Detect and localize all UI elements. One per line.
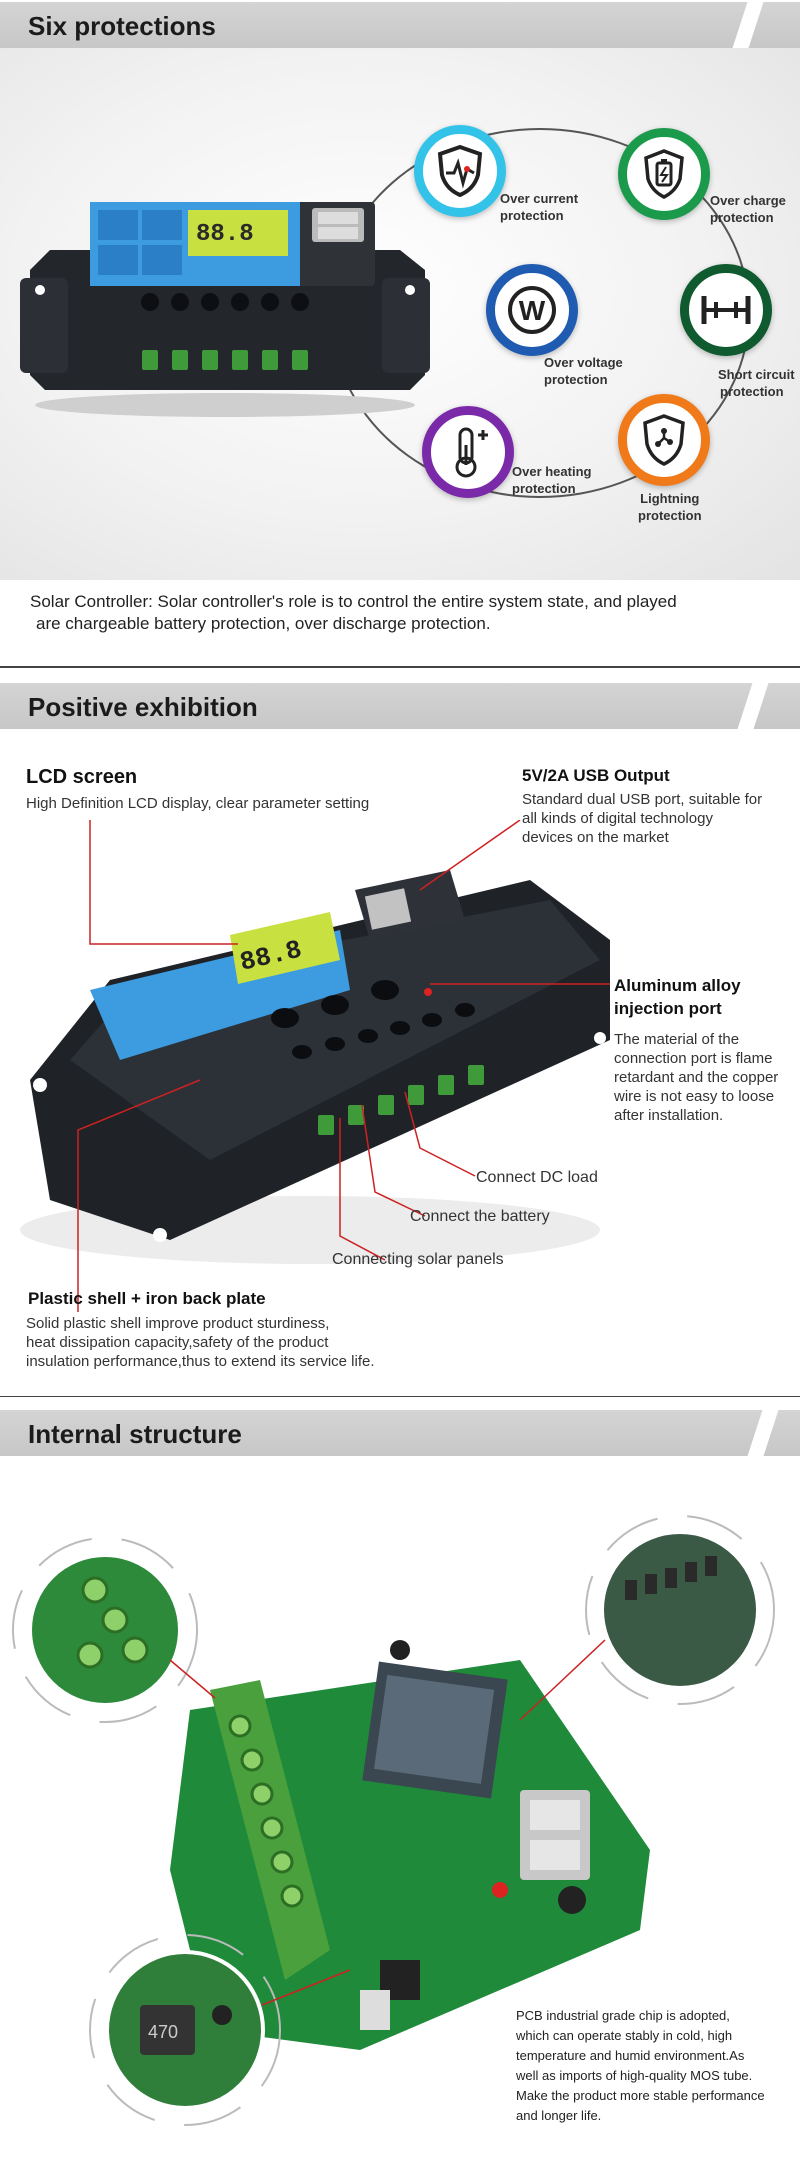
pcb-description: PCB industrial grade chip is adopted, wh… [516, 2008, 765, 2123]
thermometer-icon [455, 427, 488, 478]
section-title: Positive exhibition [28, 692, 258, 722]
solar-controller-angled-image: 88.8 [20, 870, 610, 1264]
callout-lines [77, 820, 610, 1312]
connect-battery-label: Connect the battery [410, 1208, 550, 1225]
section-header-internal-structure: Internal structure [0, 1410, 800, 1456]
lcd-screen-title: LCD screen [26, 766, 138, 788]
aluminum-alloy-text: The material of the connection port is f… [614, 1031, 779, 1124]
connect-dc-load-label: Connect DC load [476, 1169, 598, 1186]
lightning-protection [618, 394, 710, 486]
usb-output-title: 5V/2A USB Output [522, 766, 670, 785]
solar-controller-caption: Solar Controller: Solar controller's rol… [30, 592, 677, 633]
over-charge-protection [618, 128, 710, 220]
over-current-protection [414, 125, 506, 217]
section-divider [0, 666, 800, 668]
over-heating-protection [422, 406, 514, 498]
header-cut [737, 683, 769, 729]
section-header-six-protections: Six protections [0, 2, 800, 48]
connect-solar-label: Connecting solar panels [332, 1251, 504, 1268]
section-header-positive-exhibition: Positive exhibition [0, 683, 800, 729]
pcb-image: 470 [12, 1515, 775, 2126]
section-title: Six protections [28, 11, 216, 41]
lcd-digits: 88.8 [196, 221, 254, 248]
lcd-screen-text: High Definition LCD display, clear param… [26, 795, 370, 812]
w-icon: W [508, 286, 556, 334]
battery-shield-icon [644, 149, 684, 199]
plastic-shell-text: Solid plastic shell improve product stur… [26, 1315, 375, 1370]
solar-controller-image: 88.8 [20, 202, 430, 417]
short-circuit-icon [701, 296, 751, 324]
usb-output-text: Standard dual USB port, suitable for all… [522, 791, 763, 846]
header-cut [747, 1410, 779, 1456]
pcb-chip-label: 470 [148, 2022, 178, 2042]
short-circuit-protection [680, 264, 772, 356]
plastic-shell-title: Plastic shell + iron back plate [28, 1289, 266, 1308]
section-divider [0, 1396, 800, 1397]
section-title: Internal structure [28, 1419, 242, 1449]
header-cut [732, 2, 764, 48]
over-voltage-protection: W [486, 264, 578, 356]
lightning-shield-icon [643, 414, 685, 466]
svg-text:W: W [519, 295, 546, 326]
shield-current-icon [437, 145, 483, 197]
